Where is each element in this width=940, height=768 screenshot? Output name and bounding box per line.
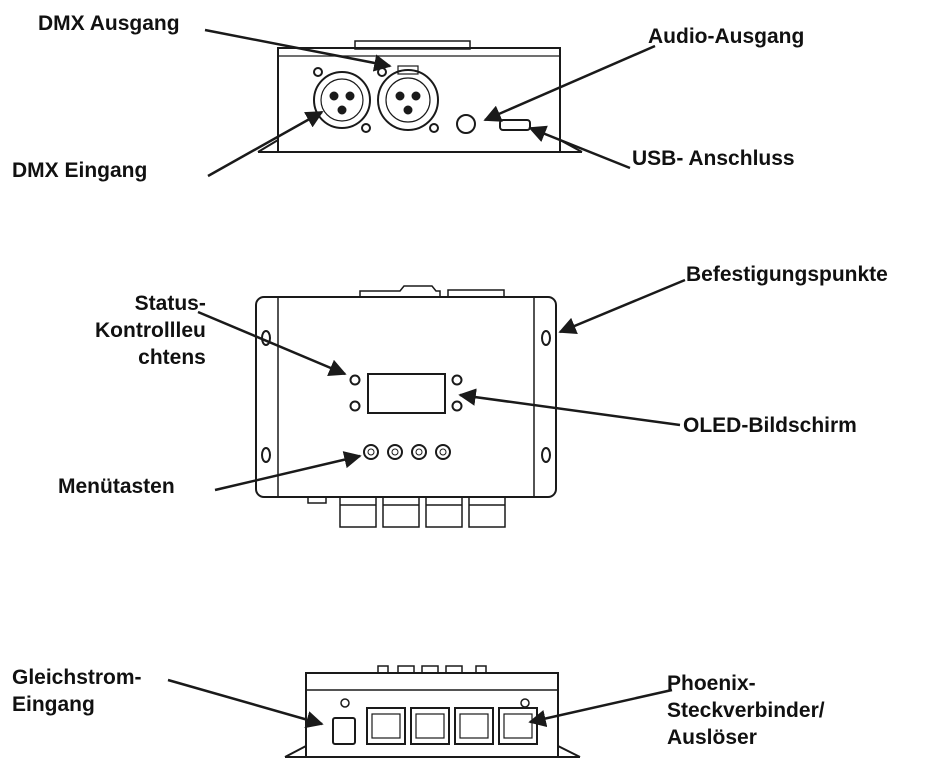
label-usb: USB- Anschluss [632,147,795,170]
label-phoenix-line: Phoenix- [667,672,756,695]
rear-top-ridge [354,40,471,50]
menu-buttons [363,444,451,460]
label-dmx-output: DMX Ausgang [38,12,180,35]
label-dc-input-line: Eingang [12,693,95,716]
arrow-usb [528,125,631,170]
label-oled: OLED-Bildschirm [683,414,857,437]
dc-input-socket [332,717,356,745]
label-audio-output: Audio-Ausgang [648,25,805,48]
dmx-output-connector [377,65,439,133]
top-face-protrusion [359,285,441,297]
label-phoenix: Phoenix- Steckverbinder/ Auslöser [667,670,825,751]
label-status-leds-line: Kontrollleu [95,319,206,342]
arrow-oled [458,388,681,427]
status-led [451,374,463,386]
arrow-dmx-input [207,110,324,178]
label-dc-input-line: Gleichstrom- [12,666,142,689]
top-face-housing [255,296,557,498]
mounting-hole [261,447,271,463]
front-panel-view [284,665,581,758]
dmx-input-connector [313,67,371,133]
rear-panel-housing [277,47,561,153]
label-phoenix-line: Auslöser [667,726,757,749]
label-phoenix-line: Steckverbinder/ [667,699,825,722]
rear-panel-view [257,40,583,153]
status-led [349,400,361,412]
top-face-view [255,285,557,528]
label-dc-input: Gleichstrom- Eingang [12,664,142,718]
leader-arrows [167,28,686,729]
oled-screen [367,373,446,414]
arrow-phoenix [528,688,673,728]
phoenix-connectors-top-view [307,496,506,528]
status-led [349,374,361,386]
audio-jack [456,114,476,134]
arrow-dmx-output [204,28,392,72]
mounting-hole [541,330,551,346]
label-mounting-points: Befestigungspunkte [686,263,888,286]
phoenix-connectors [366,707,538,745]
arrow-mounting [558,278,686,335]
label-status-leds: Status- Kontrollleu chtens [95,290,206,371]
label-status-leds-line: Status- [134,292,206,315]
arrow-status-leds [197,310,347,376]
rear-panel-feet [257,139,583,153]
arrow-menu-keys [214,451,362,492]
status-led [451,400,463,412]
arrow-audio-output [483,44,656,122]
usb-port [499,119,531,131]
label-dmx-input: DMX Eingang [12,159,148,182]
label-menu-keys: Menütasten [58,475,175,498]
label-status-leds-line: chtens [138,346,206,369]
mounting-hole [541,447,551,463]
arrow-dc-input [167,678,324,729]
